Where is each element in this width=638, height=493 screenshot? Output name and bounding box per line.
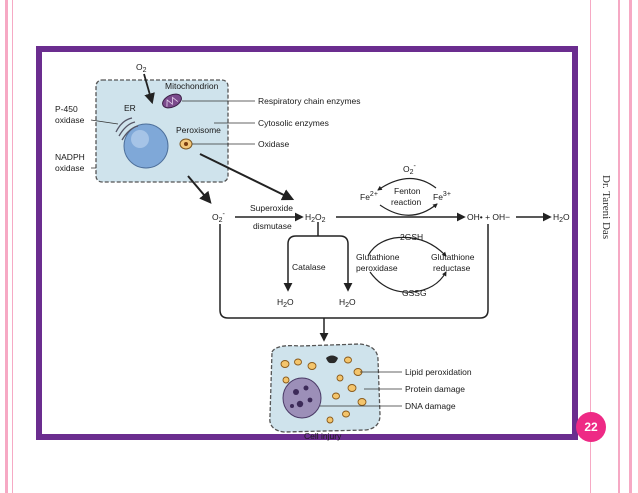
gssg-label: GSSG [402, 288, 427, 298]
gr-label-1: Glutathione [431, 252, 475, 262]
right-stripe-mid [618, 0, 620, 493]
left-stripe-inner [12, 0, 13, 493]
gsh-cycle-bottom [369, 271, 447, 293]
h2o2-label: H2O2 [305, 212, 326, 224]
lipid-label: Lipid peroxidation [405, 367, 472, 377]
er-shape [115, 117, 139, 141]
er-label: ER [124, 103, 136, 113]
nadph-label-1: NADPH [55, 152, 85, 162]
fenton-label-1: Fenton [394, 186, 421, 196]
left-stripe-outer [5, 0, 8, 493]
fenton-cycle-top [377, 177, 437, 191]
o2-label: O2 [136, 62, 147, 74]
injured-nucleus [282, 377, 322, 419]
right-stripe-inner [590, 0, 591, 493]
gpx-label-1: Glutathione [356, 252, 400, 262]
p450-leader [90, 119, 119, 125]
nucleus [123, 123, 169, 169]
cell-to-superoxide-arrow [187, 175, 212, 204]
dna-label: DNA damage [405, 401, 456, 411]
author-credit: Dr. Tareni Das [600, 175, 612, 240]
peroxisome-label: Peroxisome [176, 125, 221, 135]
superoxide-to-injury-line [219, 224, 489, 319]
cell-to-h2o2-arrow [199, 153, 295, 201]
chromatin-fragments [290, 385, 313, 408]
page-number-badge: 22 [576, 412, 606, 442]
water-label-gpx: H2O [339, 297, 356, 309]
respiratory-label: Respiratory chain enzymes [258, 96, 361, 106]
fenton-cycle-bottom [379, 203, 438, 216]
right-stripe-outer [629, 0, 632, 493]
o2-arrow [143, 73, 155, 105]
catalase-branch-left [283, 235, 318, 292]
fe3-label: Fe3+ [433, 191, 451, 202]
oxidase-label: Oxidase [258, 139, 289, 149]
hydroxyl-label: OH• + OH− [467, 212, 510, 222]
damaged-mitochondrion [326, 355, 338, 364]
nadph-label-2: oxidase [55, 163, 85, 173]
p450-label-1: P-450 [55, 104, 78, 114]
lipid-droplets [280, 356, 367, 424]
gsh-label: 2GSH [400, 232, 423, 242]
gsh-cycle-top [367, 236, 447, 257]
nucleus-highlight [131, 130, 149, 148]
gpx-label-2: peroxidase [356, 263, 398, 273]
cell-injury-label: Cell injury [304, 431, 342, 441]
catalase-label: Catalase [292, 262, 326, 272]
water-label-right: H2O [553, 212, 570, 224]
sod-label-1: Superoxide [250, 203, 293, 213]
mitochondrion-label: Mitochondrion [165, 81, 219, 91]
protein-label: Protein damage [405, 384, 465, 394]
water-label-catalase: H2O [277, 297, 294, 309]
p450-label-2: oxidase [55, 115, 85, 125]
gr-label-2: reductase [433, 263, 471, 273]
catalase-branch-right [318, 235, 353, 292]
superoxide-label: O2- [212, 211, 226, 224]
fenton-label-2: reaction [391, 197, 422, 207]
cytosolic-label: Cytosolic enzymes [258, 118, 329, 128]
fe2-label: Fe2+ [360, 191, 378, 202]
sod-label-2: dismutase [253, 221, 292, 231]
fenton-o2-label: O2- [403, 163, 417, 176]
